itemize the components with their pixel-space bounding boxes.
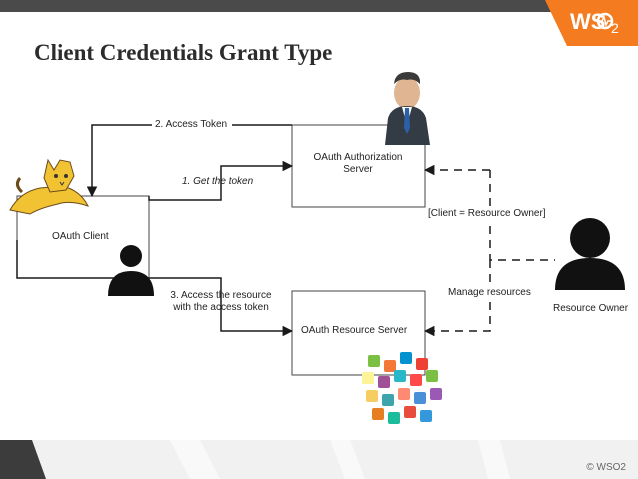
access-resource-arrow: [16, 240, 294, 337]
logo-suffix: 2: [611, 20, 619, 36]
top-bar: [0, 0, 638, 12]
node-label-resource-owner: Resource Owner: [553, 303, 629, 314]
slide-title: Client Credentials Grant Type: [34, 40, 333, 65]
edge-label-access-resource-line2: with the access token: [173, 302, 269, 313]
tomcat-cat-icon: [9, 158, 89, 215]
client-person-icon: [108, 245, 154, 296]
copyright-text: © WSO2: [586, 462, 626, 473]
node-label-auth-server-line1: OAuth Authorization: [313, 152, 403, 163]
edge-label-manage-resources: Manage resources: [446, 287, 533, 299]
edge-label-access-resource-line1: 3. Access the resource: [170, 290, 272, 301]
edge-label-client-owner: [Client = Resource Owner]: [426, 208, 548, 220]
footer-band: [0, 440, 638, 479]
edge-label-get-token: 1. Get the token: [182, 176, 254, 187]
footer-decoration: [0, 440, 510, 479]
wso2-logo: [545, 0, 638, 46]
edge-label-access-token: 2. Access Token: [153, 119, 230, 131]
businessman-icon: [385, 72, 430, 145]
node-label-resource-server: OAuth Resource Server: [301, 325, 408, 336]
node-label-client: OAuth Client: [52, 231, 109, 242]
access-token-line-left: [86, 124, 152, 198]
node-label-auth-server-line2: Server: [343, 164, 373, 175]
manage-dashed: [423, 260, 491, 337]
resource-owner-person-icon: [555, 218, 625, 290]
app-icons-cluster: [362, 352, 442, 424]
logo-o-icon: [596, 12, 614, 30]
get-token-arrow: [148, 160, 294, 201]
